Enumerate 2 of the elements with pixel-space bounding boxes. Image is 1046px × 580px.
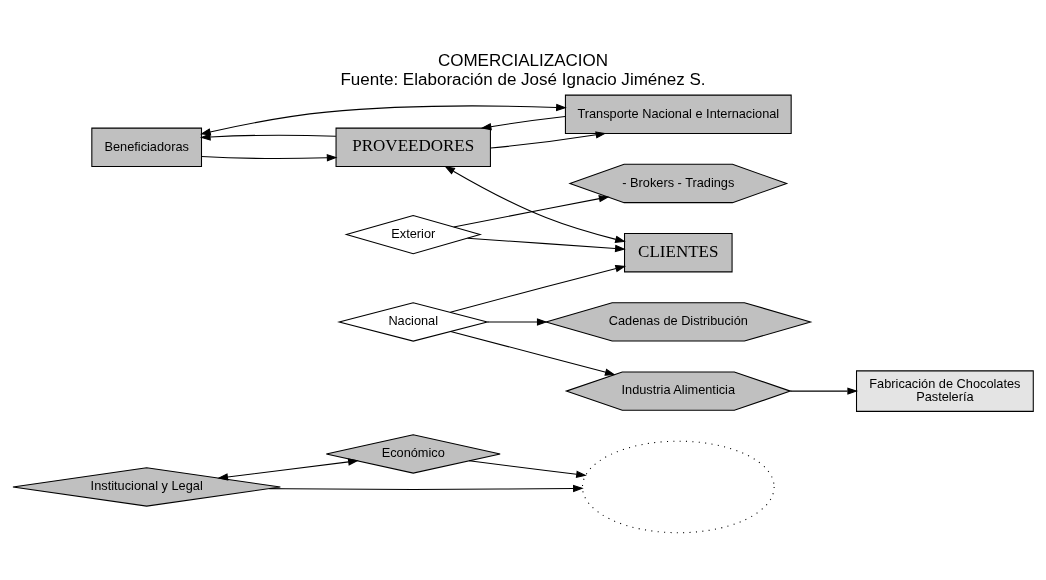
- diagram-title: COMERCIALIZACION: [437, 50, 609, 70]
- caption: Fuente: Elaboración de José Ignacio Jiménez S.: [340, 69, 706, 89]
